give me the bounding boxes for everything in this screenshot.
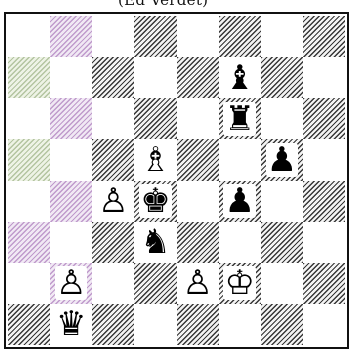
piece-glyph-b2: ♙ <box>55 266 87 300</box>
square-a5[interactable] <box>8 139 50 180</box>
square-g8[interactable] <box>261 16 303 57</box>
square-e2[interactable]: ♙ <box>177 263 219 304</box>
square-a7[interactable] <box>8 57 50 98</box>
square-f6[interactable]: ♜ <box>219 98 261 139</box>
square-g4[interactable] <box>261 181 303 222</box>
square-a3[interactable] <box>8 222 50 263</box>
piece-c4[interactable]: ♙ <box>92 181 134 222</box>
square-a2[interactable] <box>8 263 50 304</box>
square-b7[interactable] <box>50 57 92 98</box>
square-h2[interactable] <box>303 263 345 304</box>
piece-f7[interactable]: ♝ <box>219 57 261 98</box>
square-h7[interactable] <box>303 57 345 98</box>
square-d2[interactable] <box>134 263 176 304</box>
square-a6[interactable] <box>8 98 50 139</box>
square-c8[interactable] <box>92 16 134 57</box>
square-d1[interactable] <box>134 304 176 345</box>
piece-d4[interactable]: ♚ <box>134 181 176 222</box>
square-f7[interactable]: ♝ <box>219 57 261 98</box>
piece-d3[interactable]: ♞ <box>134 222 176 263</box>
piece-glyph-f7: ♝ <box>223 61 255 95</box>
caption-text: (Ed Verdet) <box>118 0 208 9</box>
piece-e2[interactable]: ♙ <box>177 263 219 304</box>
square-b4[interactable] <box>50 181 92 222</box>
square-f4[interactable]: ♟ <box>219 181 261 222</box>
square-c7[interactable] <box>92 57 134 98</box>
piece-f2[interactable]: ♔ <box>219 263 261 304</box>
piece-d5[interactable]: ♗ <box>134 139 176 180</box>
square-e7[interactable] <box>177 57 219 98</box>
square-b2[interactable]: ♙ <box>50 263 92 304</box>
square-f5[interactable] <box>219 139 261 180</box>
square-e4[interactable] <box>177 181 219 222</box>
piece-glyph-b1: ♛ <box>55 307 87 341</box>
square-f1[interactable] <box>219 304 261 345</box>
square-a8[interactable] <box>8 16 50 57</box>
square-g2[interactable] <box>261 263 303 304</box>
square-d5[interactable]: ♗ <box>134 139 176 180</box>
square-b1[interactable]: ♛ <box>50 304 92 345</box>
square-h1[interactable] <box>303 304 345 345</box>
piece-b1[interactable]: ♛ <box>50 304 92 345</box>
square-c5[interactable] <box>92 139 134 180</box>
square-e1[interactable] <box>177 304 219 345</box>
square-g7[interactable] <box>261 57 303 98</box>
square-h4[interactable] <box>303 181 345 222</box>
square-g1[interactable] <box>261 304 303 345</box>
piece-f4[interactable]: ♟ <box>219 181 261 222</box>
piece-glyph-d4: ♚ <box>139 184 171 218</box>
piece-glyph-f2: ♔ <box>223 266 255 300</box>
square-h3[interactable] <box>303 222 345 263</box>
square-f8[interactable] <box>219 16 261 57</box>
square-c1[interactable] <box>92 304 134 345</box>
square-c2[interactable] <box>92 263 134 304</box>
square-b5[interactable] <box>50 139 92 180</box>
board-grid: ♝ ♜ ♗ ♟ ♙ ♚ ♟ ♞ ♙ ♙ ♔ ♛ <box>8 16 345 345</box>
square-c6[interactable] <box>92 98 134 139</box>
square-d7[interactable] <box>134 57 176 98</box>
square-e6[interactable] <box>177 98 219 139</box>
square-c3[interactable] <box>92 222 134 263</box>
square-e5[interactable] <box>177 139 219 180</box>
piece-f6[interactable]: ♜ <box>219 98 261 139</box>
square-d3[interactable]: ♞ <box>134 222 176 263</box>
square-f3[interactable] <box>219 222 261 263</box>
square-c4[interactable]: ♙ <box>92 181 134 222</box>
square-b3[interactable] <box>50 222 92 263</box>
piece-glyph-f6: ♜ <box>223 102 255 136</box>
square-b6[interactable] <box>50 98 92 139</box>
square-f2[interactable]: ♔ <box>219 263 261 304</box>
square-d4[interactable]: ♚ <box>134 181 176 222</box>
square-g6[interactable] <box>261 98 303 139</box>
piece-b2[interactable]: ♙ <box>50 263 92 304</box>
square-h5[interactable] <box>303 139 345 180</box>
chess-board: ♝ ♜ ♗ ♟ ♙ ♚ ♟ ♞ ♙ ♙ ♔ ♛ <box>4 12 349 349</box>
piece-g5[interactable]: ♟ <box>261 139 303 180</box>
piece-glyph-d5: ♗ <box>139 143 171 177</box>
square-b8[interactable] <box>50 16 92 57</box>
square-d6[interactable] <box>134 98 176 139</box>
square-e8[interactable] <box>177 16 219 57</box>
square-g5[interactable]: ♟ <box>261 139 303 180</box>
piece-glyph-f4: ♟ <box>223 184 255 218</box>
piece-glyph-d3: ♞ <box>139 225 171 259</box>
square-h8[interactable] <box>303 16 345 57</box>
piece-glyph-e2: ♙ <box>181 266 213 300</box>
square-e3[interactable] <box>177 222 219 263</box>
piece-glyph-c4: ♙ <box>97 184 129 218</box>
square-a1[interactable] <box>8 304 50 345</box>
square-h6[interactable] <box>303 98 345 139</box>
square-g3[interactable] <box>261 222 303 263</box>
square-a4[interactable] <box>8 181 50 222</box>
square-d8[interactable] <box>134 16 176 57</box>
piece-glyph-g5: ♟ <box>266 143 298 177</box>
